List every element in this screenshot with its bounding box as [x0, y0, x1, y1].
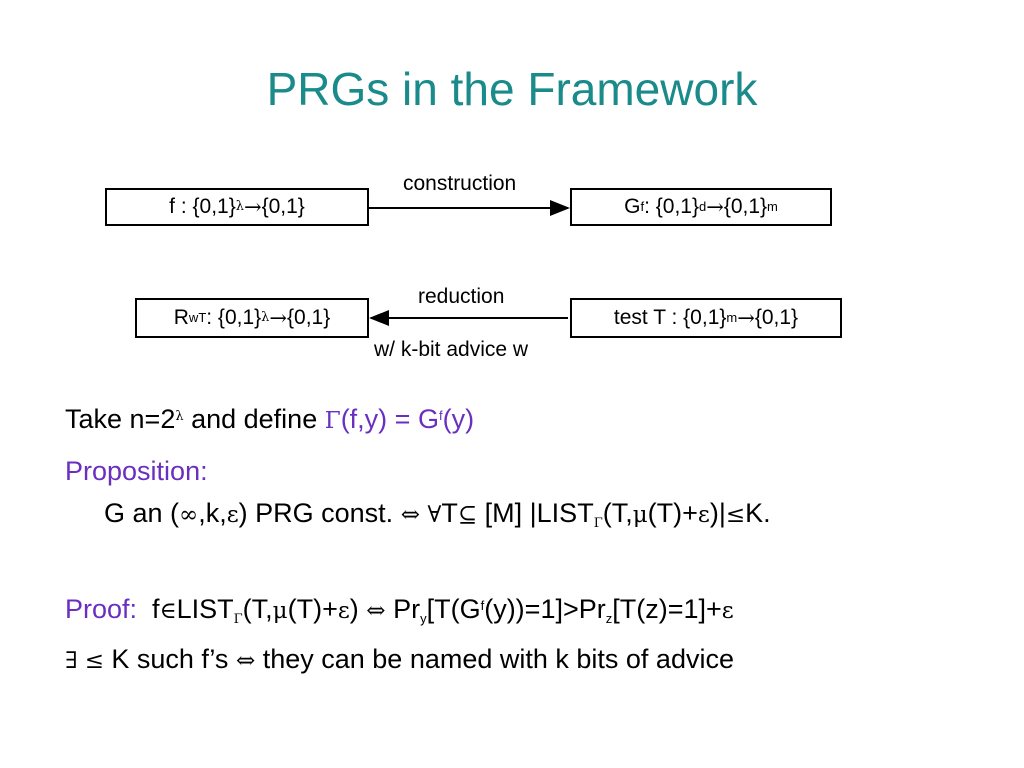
- exists-a: K such f’s: [111, 644, 236, 674]
- arrow-symbol: →: [737, 306, 755, 330]
- le-symbol: ≤: [77, 648, 112, 674]
- proof-i: [T(z)=1]+: [612, 594, 722, 624]
- proof-c: (T,: [242, 594, 273, 624]
- iff-symbol: ⇔: [400, 502, 420, 528]
- prop-i: )|: [709, 498, 726, 528]
- R-domain-text: : {0,1}: [206, 306, 262, 329]
- exists-b: they can be named with k bits of advice: [255, 644, 734, 674]
- mu-symbol: μ: [272, 598, 288, 624]
- G-domain-text: : {0,1}: [644, 195, 699, 218]
- arrow-symbol: →: [706, 195, 724, 219]
- forall-symbol: ∀: [427, 502, 442, 528]
- sub-gamma: Γ: [233, 612, 243, 627]
- sup-f: f: [438, 408, 443, 423]
- test-T-box: test T : {0,1}m → {0,1}: [570, 298, 842, 338]
- prop-a: G an (: [104, 498, 180, 528]
- arrow-symbol: →: [243, 195, 262, 219]
- sup-f: f: [480, 598, 485, 613]
- iff-symbol: ⇔: [235, 648, 256, 674]
- proof-line: Proof: f∈LISTΓ(T,μ(T)+ε) ⇔ Pry[T(Gf(y))=…: [65, 594, 734, 627]
- proof-g: [T(G: [426, 594, 481, 624]
- epsilon-symbol: ε: [337, 598, 350, 624]
- exists-line: ∃ ≤ K such f’s ⇔ they can be named with …: [65, 646, 734, 673]
- element-of-symbol: ∈: [159, 598, 177, 624]
- epsilon-symbol: ε: [697, 502, 710, 528]
- le-symbol: ≤: [725, 502, 746, 528]
- define-text: and define: [183, 404, 325, 434]
- R-range-text: {0,1}: [287, 306, 331, 329]
- advice-label: w/ k-bit advice w: [374, 338, 529, 361]
- proposition-statement: G an (∞,k,ε) PRG const. ⇔ ∀T⊆ [M] |LISTΓ…: [104, 498, 771, 531]
- sub-z: z: [605, 611, 613, 626]
- lambda-symbol: λ: [175, 409, 184, 424]
- mu-symbol: μ: [632, 502, 648, 528]
- proof-e: ): [349, 594, 367, 624]
- epsilon-symbol: ε: [721, 598, 734, 624]
- arrow-symbol: →: [269, 306, 288, 330]
- f-range-text: {0,1}: [261, 195, 305, 218]
- G-text: G: [624, 195, 641, 218]
- body-line-take: Take n=2λ and define Γ(f,y) = Gf(y): [65, 406, 474, 433]
- gamma-symbol: Γ: [324, 408, 341, 434]
- test-T-text: test T : {0,1}: [613, 306, 727, 329]
- take-text: Take n=2: [65, 404, 176, 434]
- f-domain-text: f : {0,1}: [169, 195, 236, 218]
- construction-label: construction: [403, 172, 517, 195]
- prop-b: ,k,: [198, 498, 227, 528]
- gamma-def-end: (y): [442, 404, 475, 434]
- reduction-label: reduction: [418, 285, 505, 308]
- proposition-label: Proposition:: [65, 456, 208, 486]
- exists-symbol: ∃: [65, 648, 78, 674]
- proof-label: Proof:: [65, 594, 138, 624]
- R-text: R: [173, 306, 189, 329]
- slide-title: PRGs in the Framework: [266, 63, 758, 115]
- prop-e: T: [441, 498, 458, 528]
- prop-h: (T)+: [647, 498, 698, 528]
- epsilon-symbol: ε: [226, 502, 239, 528]
- gamma-def-text: (f,y) = G: [340, 404, 439, 434]
- sub-y: y: [420, 611, 427, 626]
- iff-symbol: ⇔: [366, 598, 386, 624]
- proof-f: Pr: [385, 594, 421, 624]
- proof-d: (T)+: [287, 594, 338, 624]
- test-range-text: {0,1}: [754, 306, 799, 329]
- sub-gamma: Γ: [593, 516, 603, 531]
- subseteq-symbol: ⊆: [457, 502, 478, 528]
- proof-b: LIST: [176, 594, 234, 624]
- prop-g: (T,: [602, 498, 633, 528]
- prop-j: K.: [745, 498, 771, 528]
- infinity-symbol: ∞: [179, 502, 199, 528]
- G-range-text: {0,1}: [723, 195, 768, 218]
- proof-h: (y))=1]>Pr: [484, 594, 606, 624]
- function-f-box: f : {0,1}λ → {0,1}: [105, 188, 369, 226]
- prop-f: [M] |LIST: [477, 498, 594, 528]
- prop-c: ) PRG const.: [238, 498, 401, 528]
- proof-a: f: [137, 594, 160, 624]
